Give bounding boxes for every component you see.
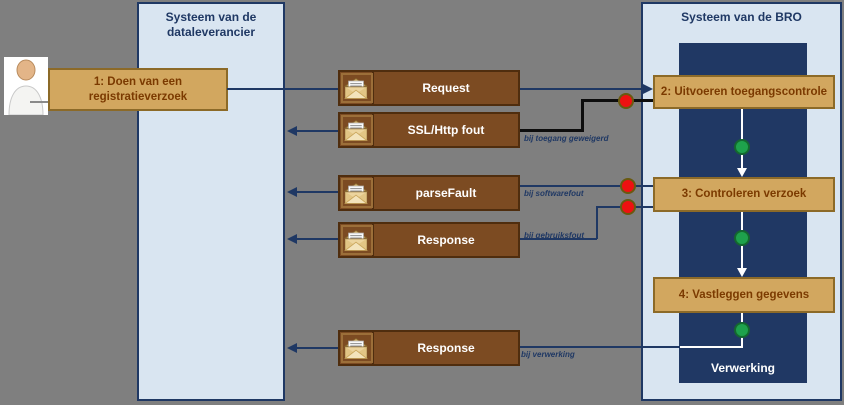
red-dot-parsefault — [620, 178, 636, 194]
condition-verwerking: bij verwerking — [521, 350, 575, 359]
condition-gebruiksfout: bij gebruiksfout — [524, 231, 584, 240]
flow-line-step4-dot3 — [741, 313, 743, 322]
fault-line-vertical — [581, 99, 584, 132]
envelope-icon — [340, 224, 374, 256]
request-line-right — [520, 88, 644, 90]
step-1-box: 1: Doen van een registratieverzoek — [48, 68, 228, 111]
return-line-response-final — [296, 347, 338, 349]
step-4-label: 4: Vastleggen gegevens — [678, 288, 810, 301]
red-dot-access-control — [618, 93, 634, 109]
step-1-line2: registratieverzoek — [88, 90, 188, 103]
return-arrowhead-parsefault-icon — [287, 187, 297, 197]
request-line-left — [227, 88, 338, 90]
return-line-parsefault — [296, 191, 338, 193]
step-2-label: 2: Uitvoeren toegangscontrole — [660, 85, 828, 98]
message-ssl-http-fout-label: SSL/Http fout — [407, 123, 485, 137]
message-parsefault: parseFault — [338, 175, 520, 211]
return-arrowhead-response-icon — [287, 234, 297, 244]
green-dot-2 — [734, 230, 750, 246]
step-2-box: 2: Uitvoeren toegangscontrole — [653, 75, 835, 109]
panel-bro-title: Systeem van de BRO — [681, 10, 802, 24]
flow-line-step3-dot2 — [741, 212, 743, 230]
message-ssl-http-fout: SSL/Http fout — [338, 112, 520, 148]
return-arrowhead-response-final-icon — [287, 343, 297, 353]
panel-title-line2: dataleverancier — [166, 25, 256, 39]
gebruiksfout-line-vertical — [596, 206, 598, 239]
actor-connector-line — [30, 101, 48, 103]
return-line-ssl — [296, 130, 338, 132]
step-3-label: 3: Controleren verzoek — [681, 188, 807, 201]
panel-title-line1: Systeem van de — [165, 10, 257, 24]
return-line-response — [296, 238, 338, 240]
green-dot-3 — [734, 322, 750, 338]
fault-line-horizontal — [520, 129, 584, 132]
envelope-icon — [340, 177, 374, 209]
message-parsefault-label: parseFault — [415, 186, 477, 200]
flow-line-dot1-step3 — [741, 155, 743, 170]
message-response-gebruiksfout-label: Response — [417, 233, 475, 247]
message-request-label: Request — [422, 81, 470, 95]
condition-toegang-geweigerd: bij toegang geweigerd — [524, 134, 609, 143]
step-1-line1: 1: Doen van een — [93, 76, 183, 89]
step-3-box: 3: Controleren verzoek — [653, 177, 835, 212]
message-response-verwerking-label: Response — [417, 341, 475, 355]
gebruiksfout-line-bottom — [520, 238, 597, 240]
person-icon — [8, 59, 44, 116]
red-dot-gebruiksfout — [620, 199, 636, 215]
request-arrowhead-icon — [643, 84, 653, 94]
flow-line-dot2-step4 — [741, 246, 743, 269]
panel-dataleverancier-title: Systeem van de dataleverancier — [139, 10, 283, 40]
actor-frame — [4, 57, 48, 116]
flow-arrowhead-step3-icon — [737, 168, 747, 177]
message-response-gebruiksfout: Response — [338, 222, 520, 258]
flow-line-step2-dot1 — [741, 109, 743, 140]
return-arrowhead-ssl-icon — [287, 126, 297, 136]
verwerking-label: Verwerking — [710, 361, 776, 375]
final-response-line — [520, 346, 680, 348]
envelope-icon — [340, 114, 374, 146]
message-response-verwerking: Response — [338, 330, 520, 366]
fault-line-top — [581, 99, 653, 102]
final-response-line-on-bar — [680, 346, 742, 348]
envelope-icon — [340, 332, 374, 364]
message-request: Request — [338, 70, 520, 106]
parsefault-line — [520, 185, 653, 187]
panel-dataleverancier: Systeem van de dataleverancier — [137, 2, 285, 401]
envelope-icon — [340, 72, 374, 104]
green-dot-1 — [734, 139, 750, 155]
step-4-box: 4: Vastleggen gegevens — [653, 277, 835, 313]
final-response-drop-line — [741, 337, 743, 348]
condition-softwarefout: bij softwarefout — [524, 189, 584, 198]
flow-arrowhead-step4-icon — [737, 268, 747, 277]
